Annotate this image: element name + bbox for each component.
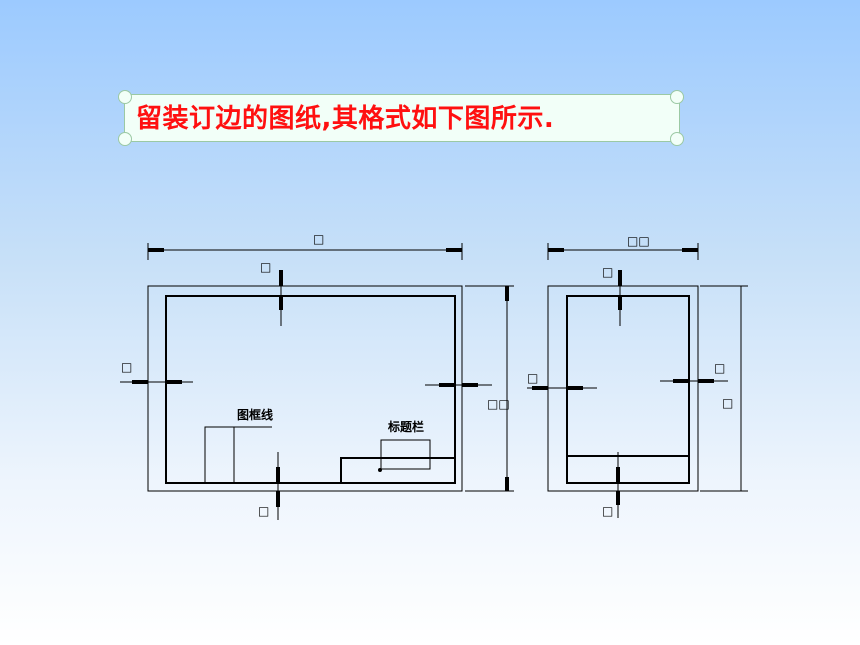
- scroll-curl-bottom-left: [118, 132, 132, 146]
- scroll-curl-top-left: [118, 90, 132, 104]
- landscape-mark-bottom-label: □: [258, 504, 269, 518]
- landscape-height-label: □□: [487, 397, 510, 411]
- landscape-mark-top-label: □: [260, 260, 271, 274]
- scroll-curl-bottom-right: [670, 132, 684, 146]
- portrait-mark-bottom-label: □: [602, 504, 613, 518]
- landscape-width-label: □: [313, 232, 324, 246]
- frame-line-leader: [204, 426, 272, 483]
- portrait-mark-right-label: □: [714, 361, 725, 375]
- portrait-height-label: □: [722, 396, 733, 410]
- landscape-mark-left-label: □: [121, 360, 132, 374]
- landscape-drawing-frame: [165, 295, 456, 484]
- title-block-label: 标题栏: [387, 419, 424, 434]
- frame-line-label: 图框线: [237, 407, 273, 422]
- title-banner: 留装订边的图纸,其格式如下图所示.: [118, 90, 684, 146]
- portrait-drawing-frame: [566, 295, 690, 484]
- landscape-title-block: [340, 457, 456, 484]
- landscape-sheet: [120, 243, 514, 520]
- banner-title: 留装订边的图纸,其格式如下图所示.: [136, 104, 555, 134]
- title-block-leader: [378, 439, 431, 472]
- portrait-sheet: [527, 243, 748, 518]
- portrait-mark-left-label: □: [527, 371, 538, 385]
- scroll-curl-top-right: [670, 90, 684, 104]
- banner-scroll: [124, 94, 680, 142]
- portrait-width-label: □□: [627, 234, 650, 248]
- portrait-mark-top-label: □: [602, 265, 613, 279]
- landscape-sheet-border: [147, 285, 463, 492]
